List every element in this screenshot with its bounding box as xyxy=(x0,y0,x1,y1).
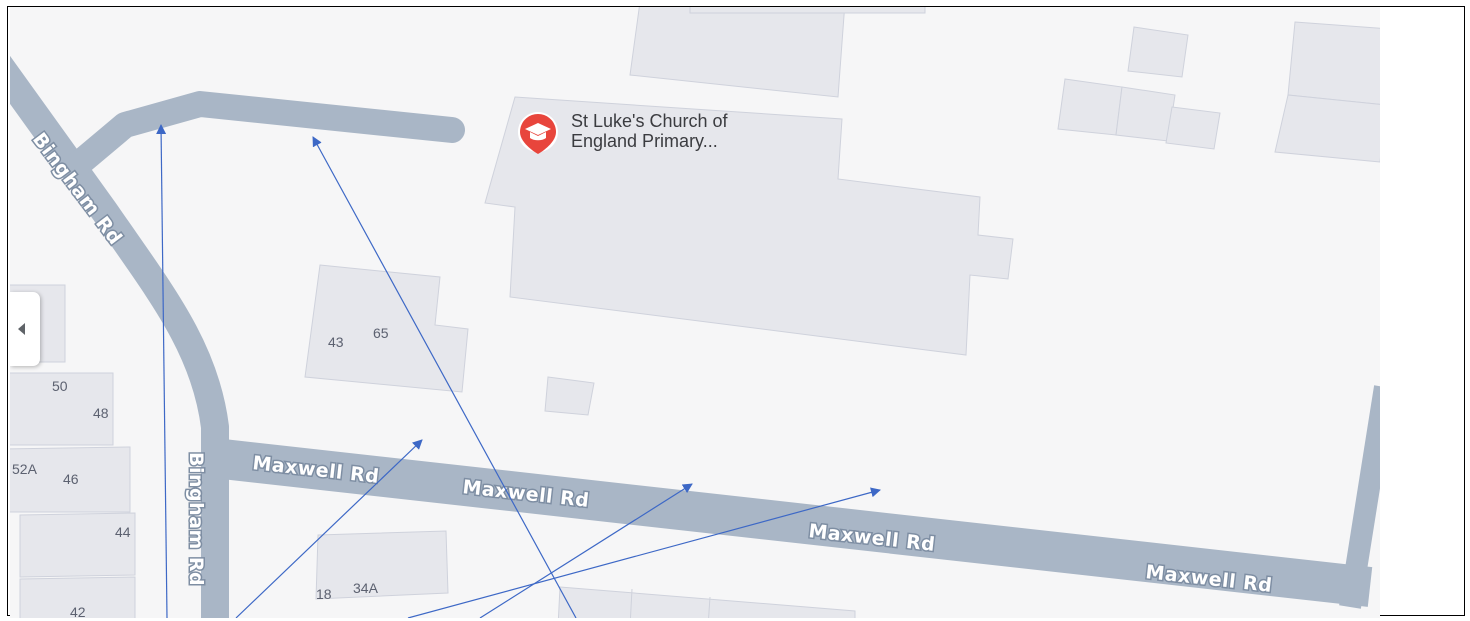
maxwell-rd xyxy=(202,437,1373,607)
house-number: 52A xyxy=(12,461,38,477)
east-road xyxy=(1339,385,1380,609)
building xyxy=(19,576,136,618)
map-layer: Bingham Rd Bingham Rd Maxwell Rd Maxwell… xyxy=(10,7,1380,618)
house-number: 65 xyxy=(373,325,389,341)
building xyxy=(10,446,131,513)
chevron-left-icon xyxy=(17,323,25,335)
school-building xyxy=(484,96,1014,356)
house-number: 34A xyxy=(353,580,379,596)
poi-school[interactable]: St Luke's Church of England Primary... xyxy=(517,111,729,154)
collapse-panel-button[interactable] xyxy=(10,292,40,366)
house-numbers: 43 65 50 48 52A 46 44 42 18 34A xyxy=(12,325,389,618)
building xyxy=(1057,78,1123,136)
building xyxy=(19,512,136,578)
building xyxy=(315,530,449,600)
building xyxy=(1287,21,1380,105)
poi-label-line1[interactable]: St Luke's Church of xyxy=(571,111,729,131)
spur-road xyxy=(62,91,465,180)
house-number: 46 xyxy=(63,471,79,487)
annotation-arrow xyxy=(235,439,423,618)
bingham-rd xyxy=(10,55,229,618)
house-number: 50 xyxy=(52,378,68,394)
buildings xyxy=(10,7,1380,618)
annotation-arrow xyxy=(312,136,577,618)
roads xyxy=(10,55,1380,618)
house-number: 18 xyxy=(316,586,332,602)
map-pin-icon[interactable] xyxy=(517,112,558,154)
poi-label-line2[interactable]: England Primary... xyxy=(571,131,718,151)
annotation-arrow xyxy=(156,124,168,618)
house-number: 43 xyxy=(328,334,344,350)
building xyxy=(1127,26,1189,78)
road-label-bingham-rd: Bingham Rd xyxy=(185,452,207,586)
annotation-arrows xyxy=(156,124,881,618)
building xyxy=(1115,86,1176,142)
building xyxy=(629,7,846,98)
house-number: 48 xyxy=(93,405,109,421)
building xyxy=(544,376,595,416)
building xyxy=(304,264,469,393)
annotation-arrow xyxy=(479,483,693,618)
building xyxy=(557,586,856,618)
graduation-cap-icon xyxy=(525,123,551,141)
house-number: 44 xyxy=(115,524,131,540)
building xyxy=(689,7,926,14)
building xyxy=(1165,106,1221,150)
map-canvas[interactable]: Bingham Rd Bingham Rd Maxwell Rd Maxwell… xyxy=(10,7,1380,618)
building xyxy=(10,372,114,446)
house-number: 42 xyxy=(70,604,86,618)
building xyxy=(1274,94,1380,163)
annotation-arrow xyxy=(407,487,881,618)
